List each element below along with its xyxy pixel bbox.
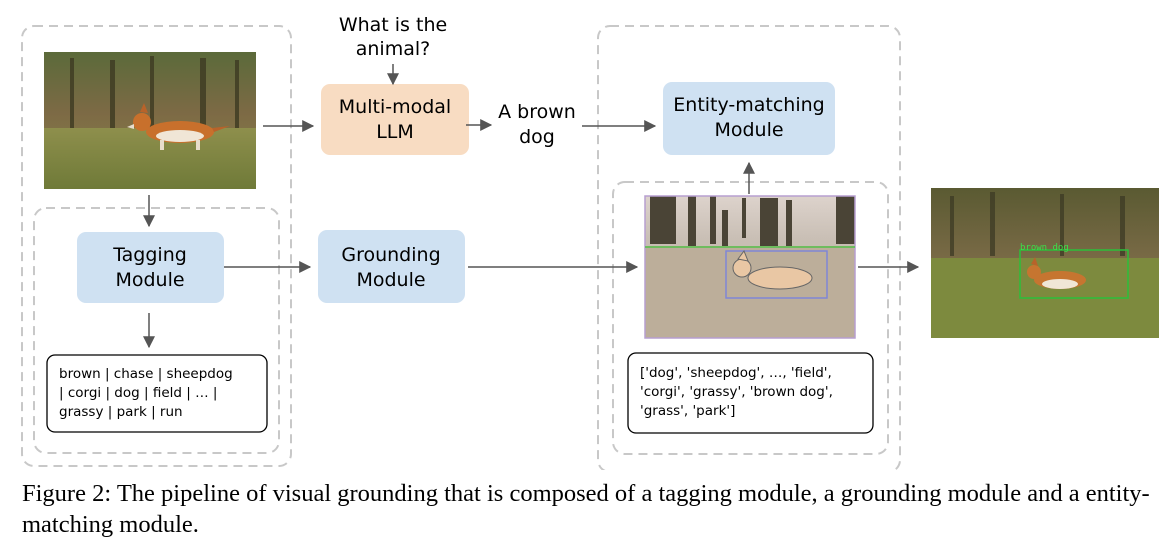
grounding-mask-image [644,195,856,339]
entity-matching-box [663,82,835,155]
tags-list-box [46,354,268,433]
llm-box [321,84,469,155]
tags-list-text: brown | chase | sheepdog | corgi | dog |… [59,366,233,420]
input-dog-image [44,52,256,189]
tagging-group-border [33,207,280,454]
tagging-module-box [77,232,224,303]
entities-list-box [627,352,874,434]
grounding-output-group-border [612,181,889,455]
input-group-border [21,25,292,467]
entities-list-text: ['dog', 'sheepdog', …, 'field', 'corgi',… [640,365,833,419]
matching-group-border [597,25,901,470]
output-detection-image: brown dog [931,188,1159,338]
detection-label: brown dog [1020,243,1069,253]
grounding-module-box [318,230,465,303]
figure-caption: Figure 2: The pipeline of visual groundi… [22,480,1150,538]
